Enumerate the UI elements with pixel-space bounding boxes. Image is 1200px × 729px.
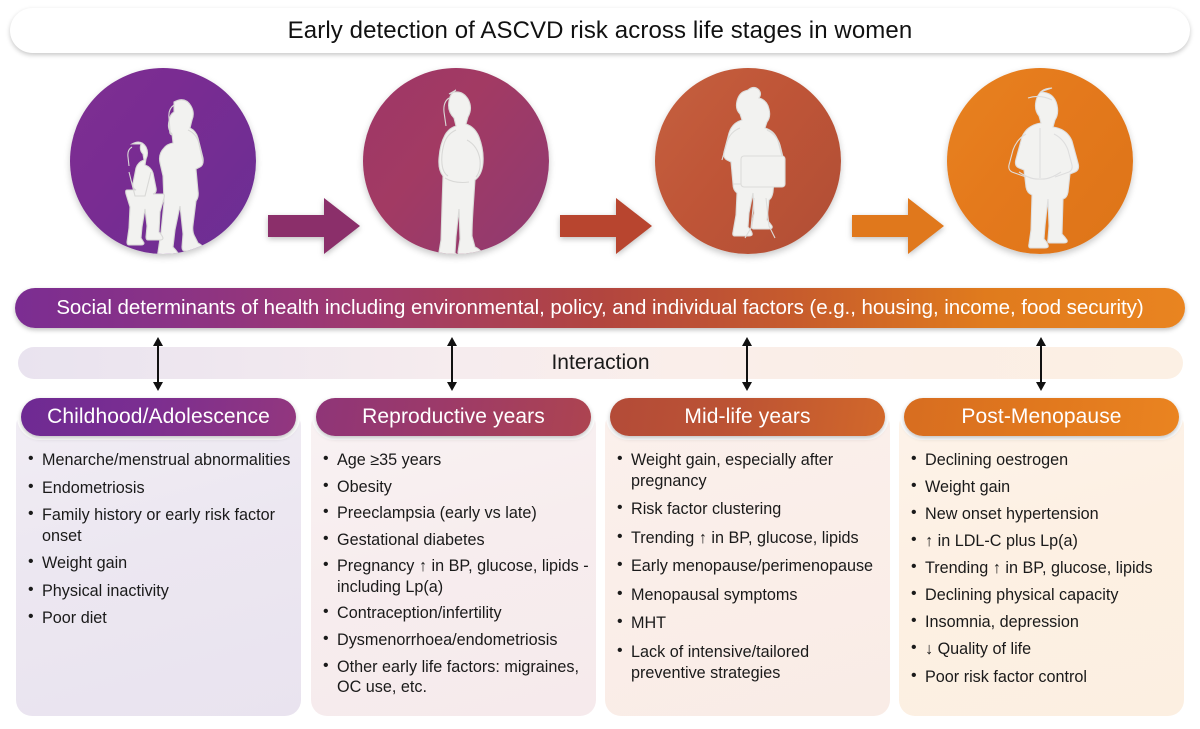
list-item: Menarche/menstrual abnormalities (28, 449, 296, 471)
list-item: MHT (617, 612, 885, 634)
column-heading-label: Reproductive years (362, 405, 545, 428)
column-post-menopause: Post-Menopause Declining oestrogen Weigh… (899, 398, 1184, 716)
column-mid-life-years: Mid-life years Weight gain, especially a… (605, 398, 890, 716)
list-item: Preeclampsia (early vs late) (323, 502, 591, 524)
social-determinants-text: Social determinants of health including … (56, 296, 1144, 319)
list-item: Endometriosis (28, 477, 296, 499)
list-item: Menopausal symptoms (617, 584, 885, 606)
risk-factor-list-childhood-adolescence: Menarche/menstrual abnormalities Endomet… (28, 449, 296, 636)
list-item: ↓ Quality of life (911, 638, 1179, 660)
list-item: Trending ↑ in BP, glucose, lipids (617, 527, 885, 549)
list-item: Age ≥35 years (323, 449, 591, 471)
flow-arrow-3 (852, 198, 944, 254)
list-item: New onset hypertension (911, 503, 1179, 525)
life-stage-columns: Childhood/Adolescence Menarche/menstrual… (0, 398, 1200, 718)
list-item: Poor risk factor control (911, 666, 1179, 688)
interaction-label: Interaction (551, 351, 650, 374)
flow-arrow-1 (268, 198, 360, 254)
list-item: Risk factor clustering (617, 498, 885, 520)
page-title: Early detection of ASCVD risk across lif… (287, 16, 913, 44)
stage-circle-childhood-adolescence (70, 68, 256, 254)
column-heading-pill-childhood-adolescence[interactable]: Childhood/Adolescence (21, 398, 296, 436)
column-reproductive-years: Reproductive years Age ≥35 years Obesity… (311, 398, 596, 716)
list-item: ↑ in LDL-C plus Lp(a) (911, 530, 1179, 552)
list-item: Insomnia, depression (911, 611, 1179, 633)
flow-arrow-2 (560, 198, 652, 254)
list-item: Obesity (323, 476, 591, 498)
interaction-band: Interaction (18, 347, 1183, 379)
pregnant-woman-silhouette-icon (438, 89, 484, 254)
interaction-arrow-3 (739, 333, 755, 395)
life-stage-icon-row (0, 62, 1200, 267)
mother-and-girl-silhouette-icon (125, 99, 205, 254)
list-item: Gestational diabetes (323, 529, 591, 551)
column-heading-label: Mid-life years (684, 405, 811, 428)
column-childhood-adolescence: Childhood/Adolescence Menarche/menstrual… (16, 398, 301, 716)
list-item: Weight gain (911, 476, 1179, 498)
list-item: Family history or early risk factor onse… (28, 504, 296, 546)
social-determinants-banner: Social determinants of health including … (15, 288, 1185, 328)
stage-circle-mid-life-years (655, 68, 841, 254)
list-item: Pregnancy ↑ in BP, glucose, lipids - inc… (323, 555, 591, 597)
column-heading-pill-mid-life-years[interactable]: Mid-life years (610, 398, 885, 436)
list-item: Declining oestrogen (911, 449, 1179, 471)
list-item: Dysmenorrhoea/endometriosis (323, 629, 591, 651)
list-item: Other early life factors: migraines, OC … (323, 655, 591, 698)
list-item: Physical inactivity (28, 580, 296, 602)
column-heading-label: Post-Menopause (961, 405, 1122, 428)
working-woman-silhouette-icon (721, 86, 786, 239)
interaction-arrow-1 (150, 333, 166, 395)
list-item: Poor diet (28, 607, 296, 629)
page-title-bar: Early detection of ASCVD risk across lif… (10, 8, 1190, 53)
list-item: Weight gain, especially after pregnancy (617, 449, 885, 491)
older-woman-silhouette-icon (1008, 87, 1080, 249)
list-item: Trending ↑ in BP, glucose, lipids (911, 557, 1179, 579)
list-item: Lack of intensive/tailored preventive st… (617, 641, 885, 683)
column-heading-pill-reproductive-years[interactable]: Reproductive years (316, 398, 591, 436)
stage-circle-reproductive-years (363, 68, 549, 254)
risk-factor-list-reproductive-years: Age ≥35 years Obesity Preeclampsia (earl… (323, 449, 591, 704)
risk-factor-list-post-menopause: Declining oestrogen Weight gain New onse… (911, 449, 1179, 694)
list-item: Declining physical capacity (911, 584, 1179, 606)
list-item: Weight gain (28, 552, 296, 574)
list-item: Contraception/infertility (323, 602, 591, 624)
risk-factor-list-mid-life-years: Weight gain, especially after pregnancy … (617, 449, 885, 691)
column-heading-label: Childhood/Adolescence (47, 405, 270, 428)
list-item: Early menopause/perimenopause (617, 555, 885, 577)
column-heading-pill-post-menopause[interactable]: Post-Menopause (904, 398, 1179, 436)
interaction-arrow-2 (444, 333, 460, 395)
interaction-arrow-4 (1033, 333, 1049, 395)
stage-circle-post-menopause (947, 68, 1133, 254)
